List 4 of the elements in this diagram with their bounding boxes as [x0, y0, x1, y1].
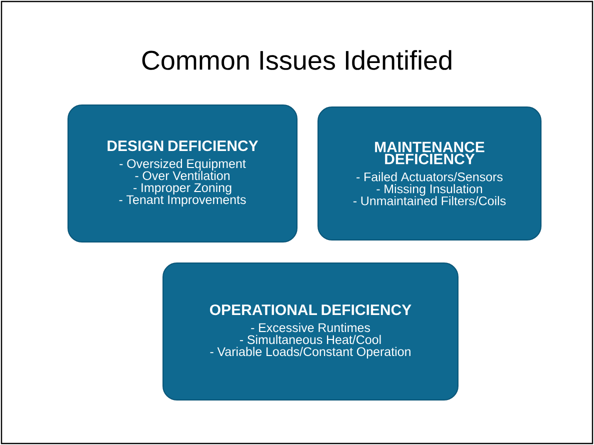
title: Common Issues Identified: [142, 50, 452, 70]
category-box: OPERATIONAL DEFICIENCY - Excessive Runtimes - Simultaneous Heat/Cool - Variable Loads/Constant Operation: [162, 262, 458, 400]
category-box: DESIGN DEFICIENCY - Oversized Equipment - Over Ventilation - Improper Zoning - Tenant Improvements: [68, 104, 298, 242]
category-box: MAINTENANCE DEFICIENCY - Failed Actuators/Sensors - Missing Insulation - Unmaintained Filters/Coils: [318, 106, 542, 240]
